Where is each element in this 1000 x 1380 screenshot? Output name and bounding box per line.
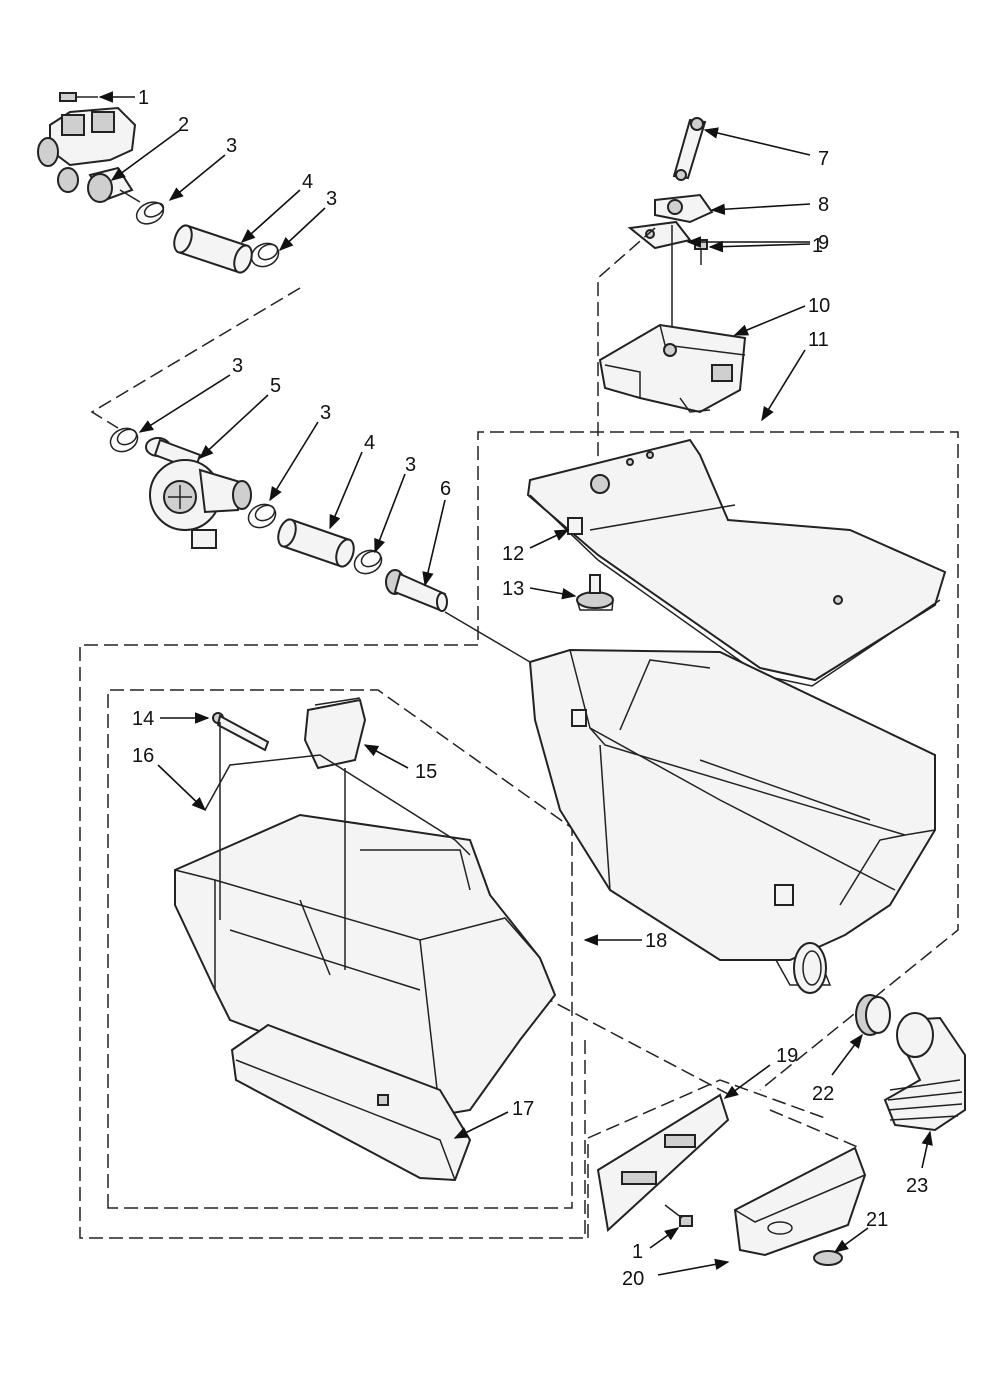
housing-cover-part-11 bbox=[526, 438, 947, 687]
bracket-part-9 bbox=[627, 220, 692, 250]
leader-3-d bbox=[269, 421, 319, 502]
insert-part-15 bbox=[303, 697, 367, 770]
callout-4-a: 4 bbox=[302, 171, 313, 193]
leader-7 bbox=[703, 127, 811, 156]
connector-dashline-actuator bbox=[597, 227, 656, 470]
leader-8 bbox=[710, 203, 811, 215]
hose-clamp-part-3-c bbox=[109, 427, 139, 453]
leader-19 bbox=[723, 1064, 771, 1099]
callout-14: 14 bbox=[132, 708, 154, 730]
leader-2 bbox=[110, 129, 181, 181]
actuator-part-10 bbox=[598, 323, 747, 414]
coupling-part-22 bbox=[855, 994, 891, 1036]
leader-5 bbox=[198, 394, 269, 459]
callout-21: 21 bbox=[866, 1209, 888, 1231]
callout-4-b: 4 bbox=[364, 432, 375, 454]
leader-11 bbox=[761, 349, 806, 422]
leader-16 bbox=[157, 764, 207, 811]
drawer-front-part-17 bbox=[230, 1023, 472, 1182]
leader-15 bbox=[363, 744, 409, 769]
callout-23: 23 bbox=[906, 1175, 928, 1197]
bezel-part-19 bbox=[596, 1093, 730, 1232]
hose-part-4-b bbox=[277, 518, 355, 568]
callout-1-right: 1 bbox=[812, 235, 823, 257]
callout-16: 16 bbox=[132, 745, 154, 767]
siphon-part-14 bbox=[212, 712, 270, 752]
callout-2: 2 bbox=[178, 114, 189, 136]
leader-1-right bbox=[708, 240, 811, 253]
hose-clamp-part-3-b bbox=[250, 242, 280, 268]
drawer-tray-part-16 bbox=[174, 754, 557, 1117]
callout-3-d: 3 bbox=[320, 402, 331, 424]
callout-5: 5 bbox=[270, 375, 281, 397]
connector-line-inlet bbox=[444, 611, 531, 663]
callout-18: 18 bbox=[645, 930, 667, 952]
callout-15: 15 bbox=[415, 761, 437, 783]
bellows-hose-part-23 bbox=[883, 1012, 966, 1132]
leader-12 bbox=[529, 529, 570, 549]
callout-3-b: 3 bbox=[326, 188, 337, 210]
callout-17: 17 bbox=[512, 1098, 534, 1120]
handle-part-20 bbox=[733, 1146, 867, 1257]
hose-part-4-a bbox=[173, 224, 253, 274]
screw-part-1-bottom bbox=[664, 1204, 693, 1227]
callout-19: 19 bbox=[776, 1045, 798, 1067]
leader-3-e bbox=[374, 473, 406, 554]
leader-3-a bbox=[168, 154, 226, 201]
link-part-7 bbox=[672, 117, 707, 181]
callout-11: 11 bbox=[808, 329, 829, 351]
screw-part-1-right bbox=[694, 239, 708, 265]
callout-3-e: 3 bbox=[405, 454, 416, 476]
leader-3-b bbox=[278, 207, 326, 251]
callout-13: 13 bbox=[502, 578, 524, 600]
group-outline-housing bbox=[477, 431, 959, 1091]
callout-1-top: 1 bbox=[138, 87, 149, 109]
inlet-tube-part-6 bbox=[385, 569, 448, 612]
leader-23 bbox=[921, 1130, 933, 1169]
callout-1-bottom: 1 bbox=[632, 1241, 643, 1263]
leader-17 bbox=[453, 1111, 509, 1139]
connector-dashline-front bbox=[769, 1109, 861, 1149]
pump-part-5 bbox=[145, 437, 252, 549]
hose-clamp-part-3-e bbox=[353, 549, 383, 575]
callout-12: 12 bbox=[502, 543, 524, 565]
leader-13 bbox=[529, 587, 577, 600]
screw-part-1-top bbox=[59, 92, 98, 102]
dispenser-housing-body bbox=[528, 648, 936, 986]
callout-8: 8 bbox=[818, 194, 829, 216]
water-valve-part-2 bbox=[37, 106, 141, 203]
callout-7: 7 bbox=[818, 148, 829, 170]
group-outline-drawer bbox=[107, 689, 573, 1209]
leader-22 bbox=[831, 1033, 863, 1076]
callout-6: 6 bbox=[440, 478, 451, 500]
sensor-part-13 bbox=[576, 574, 614, 611]
group-outline-dispenser-18 bbox=[79, 644, 586, 1239]
outlet-port bbox=[793, 942, 827, 994]
leader-10 bbox=[733, 305, 806, 336]
leader-20 bbox=[657, 1258, 730, 1276]
cam-part-8 bbox=[654, 193, 714, 224]
hose-clamp-part-3-a bbox=[135, 201, 165, 225]
hose-clamp-part-3-d bbox=[247, 503, 277, 529]
group-outline-front bbox=[587, 1079, 826, 1238]
callout-20: 20 bbox=[622, 1268, 644, 1290]
leader-3-c bbox=[138, 374, 231, 433]
connector-dashline-drawer bbox=[539, 994, 731, 1096]
callout-9: 9 bbox=[818, 232, 829, 254]
callout-3-c: 3 bbox=[232, 355, 243, 377]
leader-4-b bbox=[329, 451, 363, 530]
leader-21 bbox=[833, 1227, 869, 1253]
leader-4-a bbox=[240, 189, 301, 243]
callout-22: 22 bbox=[812, 1083, 834, 1105]
connector-dashline-upper bbox=[90, 287, 301, 429]
badge-part-21 bbox=[813, 1250, 843, 1266]
callout-3-a: 3 bbox=[226, 135, 237, 157]
callout-10: 10 bbox=[808, 295, 830, 317]
leader-6 bbox=[422, 499, 446, 587]
leader-1-bottom bbox=[649, 1227, 680, 1249]
